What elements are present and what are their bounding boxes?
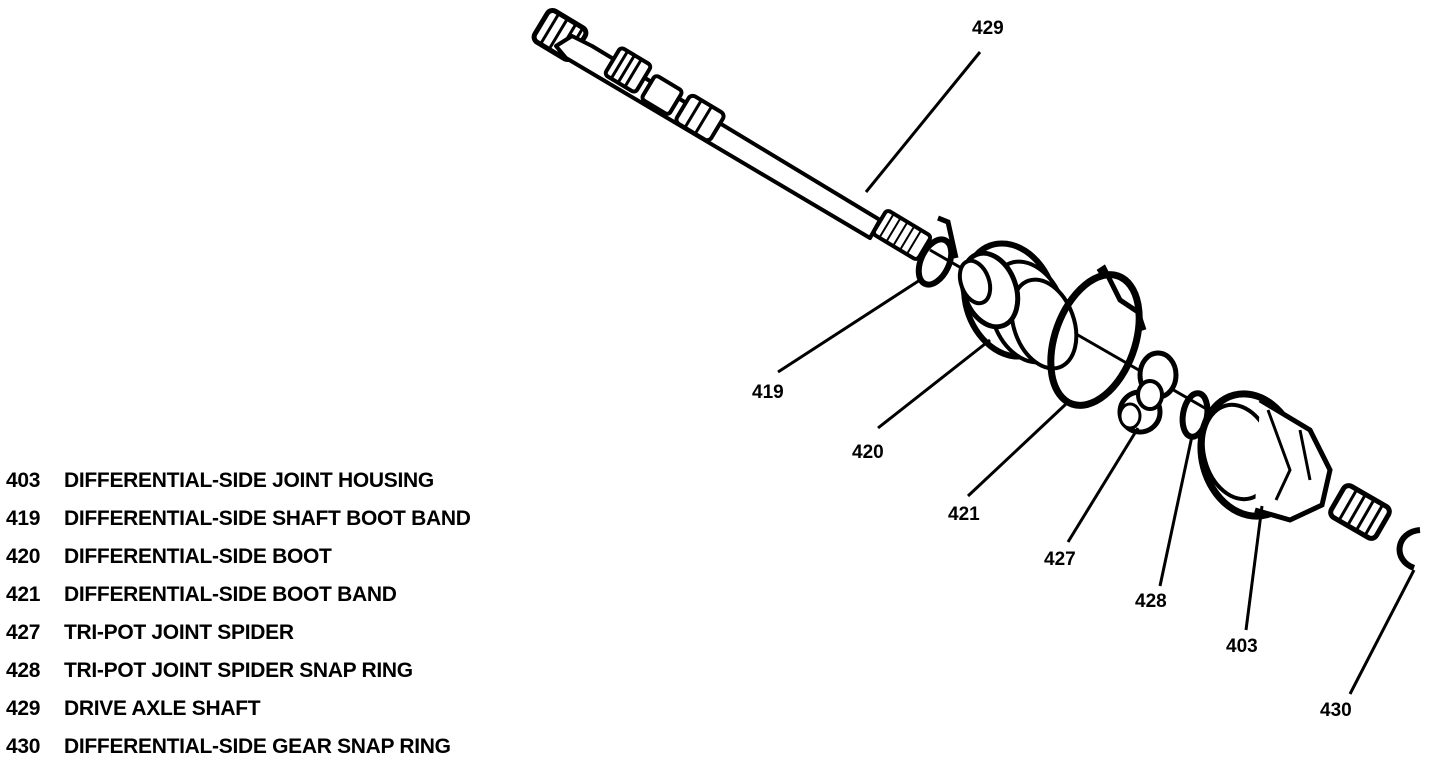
legend-number: 419 bbox=[6, 507, 41, 530]
legend-row: 420 DIFFERENTIAL-SIDE BOOT bbox=[6, 538, 566, 576]
joint-housing bbox=[1197, 390, 1392, 541]
legend-description: DIFFERENTIAL-SIDE JOINT HOUSING bbox=[64, 469, 434, 492]
callout-419: 419 bbox=[752, 382, 784, 403]
legend-row: 429 DRIVE AXLE SHAFT bbox=[6, 690, 566, 728]
legend-number: 420 bbox=[6, 545, 41, 568]
boot bbox=[957, 240, 1079, 371]
boot-band bbox=[1047, 264, 1147, 409]
callout-429: 429 bbox=[972, 18, 1004, 39]
legend-row: 419 DIFFERENTIAL-SIDE SHAFT BOOT BAND bbox=[6, 500, 566, 538]
legend-description: DIFFERENTIAL-SIDE SHAFT BOOT BAND bbox=[64, 507, 471, 530]
legend-description: DRIVE AXLE SHAFT bbox=[64, 697, 261, 720]
legend-description: DIFFERENTIAL-SIDE BOOT BAND bbox=[64, 583, 397, 606]
legend-row: 427 TRI-POT JOINT SPIDER bbox=[6, 614, 566, 652]
gear-snap-ring bbox=[1396, 527, 1421, 571]
legend-description: DIFFERENTIAL-SIDE BOOT bbox=[64, 545, 332, 568]
legend-row: 421 DIFFERENTIAL-SIDE BOOT BAND bbox=[6, 576, 566, 614]
legend-number: 428 bbox=[6, 659, 41, 682]
legend-description: TRI-POT JOINT SPIDER SNAP RING bbox=[64, 659, 413, 682]
legend-number: 430 bbox=[6, 735, 41, 758]
legend-description: DIFFERENTIAL-SIDE GEAR SNAP RING bbox=[64, 735, 451, 758]
legend-row: 428 TRI-POT JOINT SPIDER SNAP RING bbox=[6, 652, 566, 690]
callout-421: 421 bbox=[948, 504, 980, 525]
callout-427: 427 bbox=[1044, 549, 1076, 570]
callout-420: 420 bbox=[852, 442, 884, 463]
leader-lines bbox=[777, 51, 1416, 695]
legend-number: 427 bbox=[6, 621, 41, 644]
shaft-boot-band bbox=[915, 215, 959, 288]
legend-number: 421 bbox=[6, 583, 41, 606]
legend-number: 429 bbox=[6, 697, 41, 720]
legend-number: 403 bbox=[6, 469, 41, 492]
legend-description: TRI-POT JOINT SPIDER bbox=[64, 621, 294, 644]
parts-legend: 403 DIFFERENTIAL-SIDE JOINT HOUSING 419 … bbox=[6, 462, 566, 766]
callout-403: 403 bbox=[1226, 636, 1258, 657]
callout-428: 428 bbox=[1135, 591, 1167, 612]
callout-430: 430 bbox=[1320, 700, 1352, 721]
legend-row: 430 DIFFERENTIAL-SIDE GEAR SNAP RING bbox=[6, 728, 566, 766]
legend-row: 403 DIFFERENTIAL-SIDE JOINT HOUSING bbox=[6, 462, 566, 500]
tri-pot-spider bbox=[1117, 350, 1179, 435]
